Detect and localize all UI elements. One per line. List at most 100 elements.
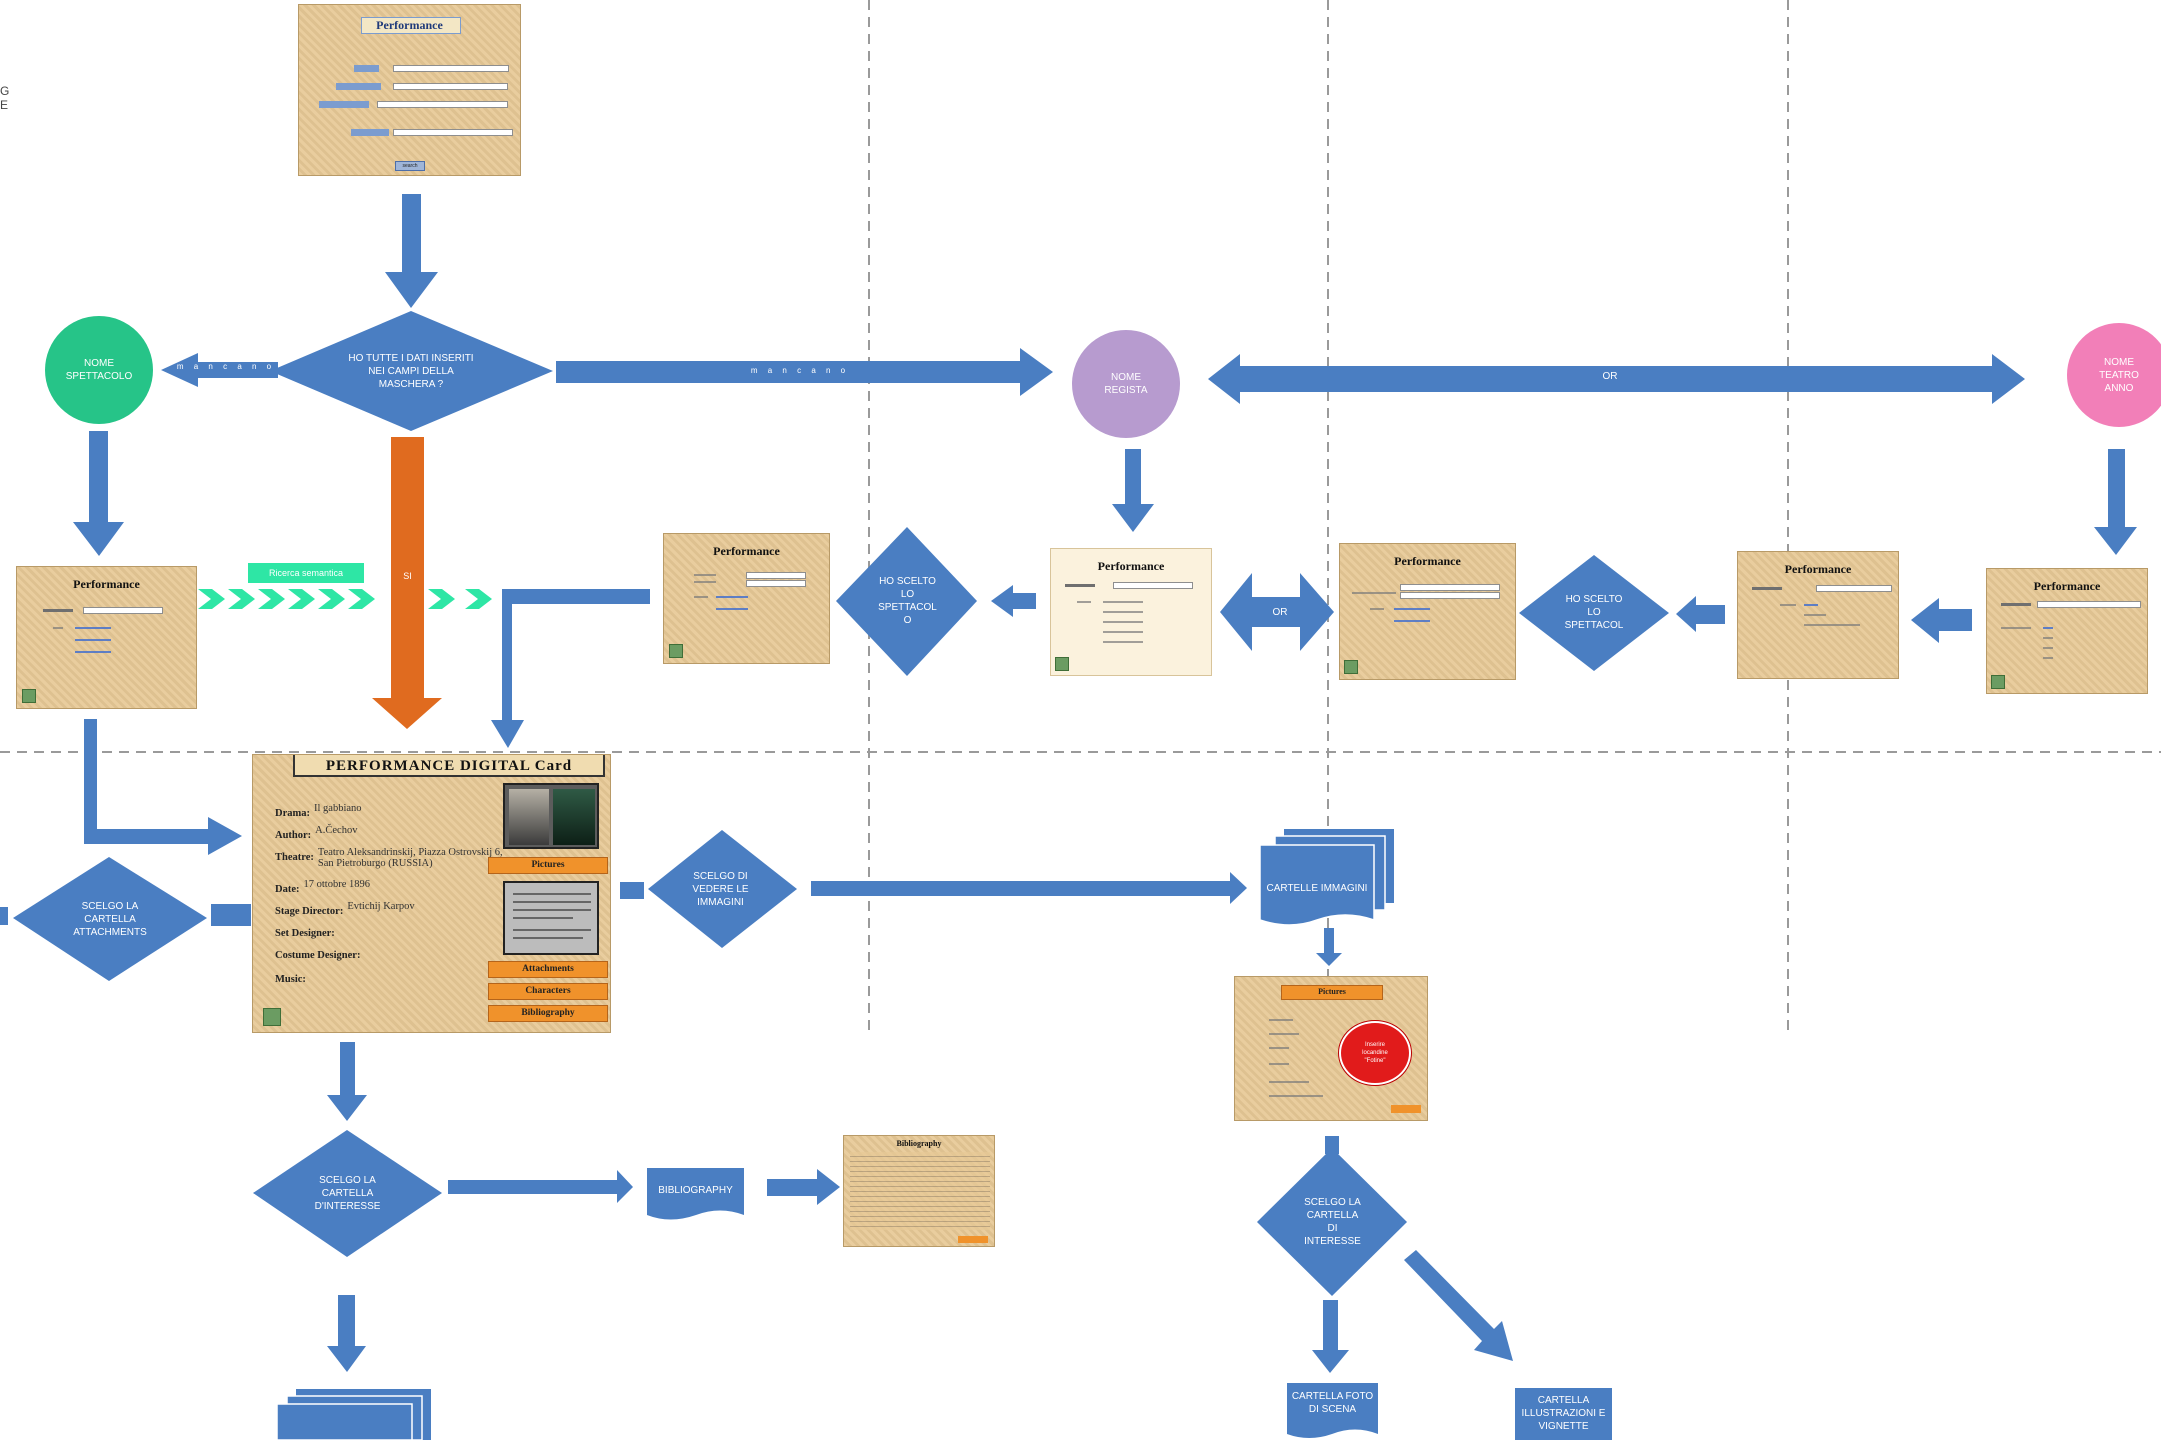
- tag-mancano-right: m a n c a n o: [750, 366, 850, 375]
- decision-main-text: HO TUTTE I DATI INSERITI NEI CAMPI DELLA…: [348, 352, 474, 390]
- connector-left-edge: [0, 907, 8, 925]
- back-icon[interactable]: [1344, 660, 1358, 674]
- card-field-value: 17 ottobre 1896: [303, 879, 371, 890]
- folder-stack-front: [276, 1403, 413, 1440]
- pictures-form-title: Pictures: [1281, 985, 1383, 1000]
- arrow-left-from-teatro: [1911, 598, 1972, 643]
- pictures-button[interactable]: Pictures: [488, 857, 608, 874]
- result-form-teatro-title: Performance: [2033, 579, 2101, 593]
- decision-interesse-right-text: SCELGO LA CARTELLA DI INTERESSE: [1304, 1197, 1361, 1247]
- card-field-row: Theatre:Teatro Aleksandrinskij, Piazza O…: [275, 847, 525, 869]
- card-field-label: Stage Director:: [275, 906, 344, 917]
- result-form-regista-title: Performance: [1097, 559, 1165, 573]
- circle-nome-regista: [1072, 330, 1180, 438]
- cartelle-immagini-text: CARTELLE IMMAGINI: [1266, 882, 1368, 894]
- red-dot-note: [1339, 1021, 1411, 1085]
- decision-attachments-text: SCELGO LA CARTELLA ATTACHMENTS: [73, 900, 147, 938]
- drama-field[interactable]: [393, 65, 509, 72]
- bibliography-back-button[interactable]: [958, 1236, 988, 1243]
- card-field-label: Theatre:: [275, 852, 314, 863]
- decision-interesse-left-text: SCELGO LA CARTELLA D'INTERESSE: [314, 1174, 381, 1212]
- photo-scene[interactable]: [503, 783, 599, 849]
- decision-immagini-diamond: [648, 830, 797, 948]
- edge-text: G E: [0, 84, 10, 112]
- card-field-label: Costume Designer:: [275, 950, 361, 961]
- form-row-drama: [329, 65, 509, 72]
- decision-interesse-left-diamond: [253, 1130, 442, 1257]
- tag-mancano-left: m a n c a n o: [176, 362, 276, 371]
- result-form-teatro-2-title: Performance: [1784, 562, 1852, 576]
- characters-button[interactable]: Characters: [488, 983, 608, 1000]
- back-icon[interactable]: [1991, 675, 2005, 689]
- arrow-diag-to-illustrazioni: [1404, 1250, 1513, 1361]
- regista2-row-b: [1350, 592, 1515, 599]
- theatre-field[interactable]: [377, 101, 508, 108]
- teatro2-row: [1748, 585, 1898, 592]
- bibliography-doc-text: BIBLIOGRAPHY: [658, 1184, 733, 1196]
- card-field-row: Drama:Il gabbiano: [275, 803, 525, 821]
- decision-attachments-diamond: [13, 857, 207, 981]
- pictures-back-button[interactable]: [1391, 1105, 1421, 1113]
- result-form-teatro: Performance: [1986, 568, 2148, 694]
- back-icon[interactable]: [669, 644, 683, 658]
- arrow-left-to-scelto2: [1676, 596, 1725, 632]
- connector-pictures-interesse: [1325, 1136, 1339, 1154]
- card-field-label: Date:: [275, 884, 300, 895]
- cartella-foto-text: CARTELLA FOTO DI SCENA: [1291, 1391, 1374, 1415]
- card-title: PERFORMANCE DIGITAL Card: [325, 758, 573, 774]
- red-dot-text: Inserire locandine "Fotine": [1362, 1042, 1388, 1064]
- decision-scelto-2-diamond: [1519, 555, 1669, 671]
- circle-nome-spettacolo: [45, 316, 153, 424]
- arrow-down-teatro: [2094, 449, 2137, 555]
- back-icon[interactable]: [263, 1008, 281, 1026]
- result-form-regista-2-title: Performance: [1394, 554, 1461, 568]
- connector-card-immagini: [620, 882, 644, 899]
- arrow-down-lower-left: [327, 1295, 366, 1372]
- bibliography-button[interactable]: Bibliography: [488, 1005, 608, 1022]
- decision-interesse-right-diamond: [1257, 1148, 1407, 1296]
- double-arrow-or-top: [1208, 354, 2025, 404]
- semantic-search-banner[interactable]: Ricerca semantica: [248, 563, 364, 583]
- tag-si: SI: [403, 570, 412, 581]
- photo-document[interactable]: [503, 881, 599, 955]
- form-row-theatre: [313, 101, 513, 108]
- card-field-row: Set Designer:: [275, 923, 525, 941]
- card-field-row: Date:17 ottobre 1896: [275, 879, 525, 897]
- cartella-illustrazioni-text: CARTELLA ILLUSTRAZIONI E VIGNETTE: [1521, 1394, 1606, 1432]
- card-field-value: Teatro Aleksandrinskij, Piazza Ostrovski…: [317, 847, 503, 869]
- attachments-button[interactable]: Attachments: [488, 961, 608, 978]
- back-icon[interactable]: [1055, 657, 1069, 671]
- result-row: [29, 607, 189, 614]
- bibliography-text-block: [850, 1152, 990, 1230]
- performance-search-form: Performance search: [298, 4, 521, 176]
- card-field-value: A.Čechov: [315, 825, 358, 836]
- pictures-form: Pictures Inserire locandine "Fotine": [1234, 976, 1428, 1121]
- connector-card-attachments: [211, 904, 251, 926]
- arrow-down-to-pictures: [1316, 928, 1342, 966]
- card-field-label: Music:: [275, 974, 306, 985]
- director-field[interactable]: [393, 83, 508, 90]
- arrow-down-top: [385, 194, 438, 308]
- form-title-box: [361, 17, 461, 34]
- arrow-right-to-regista: [556, 348, 1053, 396]
- regista-row: [1065, 582, 1205, 589]
- form-row-year: [339, 129, 519, 136]
- arrow-down-spettacolo: [73, 431, 124, 556]
- year-field[interactable]: [393, 129, 513, 136]
- circle-nome-regista-text: NOME REGISTA: [1104, 372, 1148, 396]
- result-form-teatro-2: Performance: [1737, 551, 1899, 679]
- arrow-left-to-spettacolo: [161, 353, 278, 387]
- back-icon[interactable]: [22, 689, 36, 703]
- result-form-spettacolo-2-title: Performance: [713, 544, 780, 558]
- arrow-down-card: [327, 1042, 367, 1121]
- card-field-row: Music:: [275, 969, 525, 987]
- card-field-label: Set Designer:: [275, 928, 335, 939]
- search-button[interactable]: search: [395, 161, 425, 171]
- arrow-right-to-cartelle: [811, 872, 1247, 904]
- cartella-foto-doc-shape: [1287, 1383, 1378, 1438]
- double-arrow-or-mid: [1220, 573, 1334, 651]
- card-field-label: Author:: [275, 830, 312, 841]
- result-row-3: [684, 580, 824, 587]
- or-label-top: OR: [1602, 370, 1618, 382]
